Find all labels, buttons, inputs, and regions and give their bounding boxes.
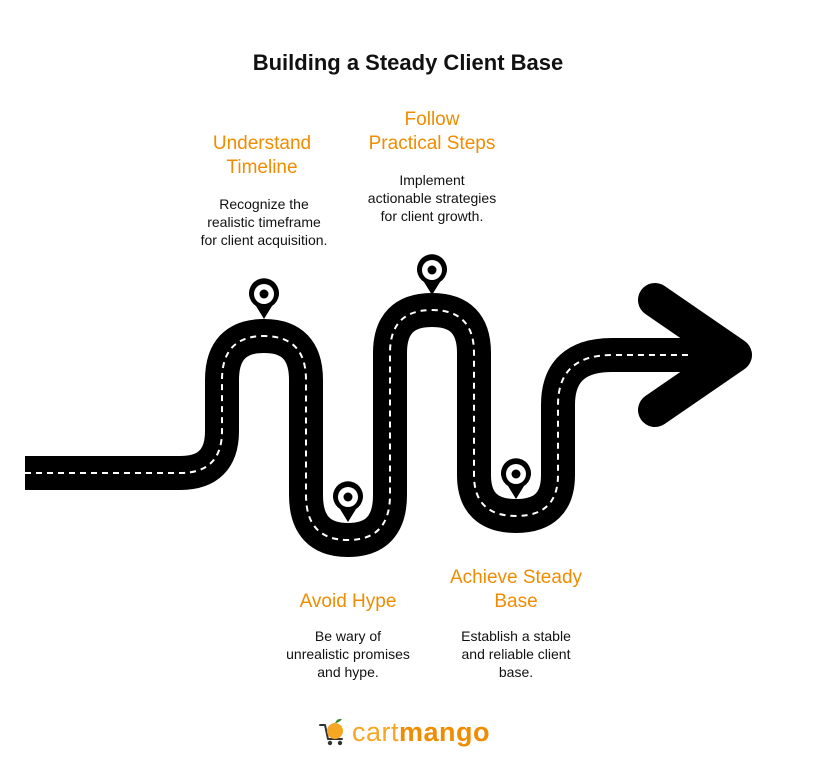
step-description-achieve-steady-base: Establish a stable and reliable client b… <box>461 628 571 680</box>
step-description-follow-practical-steps: Implement actionable strategies for clie… <box>367 172 497 224</box>
step-description-understand-timeline: Recognize the realistic timeframe for cl… <box>200 196 328 248</box>
mango-cart-icon <box>319 718 343 746</box>
step-description-avoid-hype: Be wary of unrealistic promises and hype… <box>286 628 410 680</box>
step-title-achieve-steady-base: Achieve Steady Base <box>449 567 583 612</box>
cartmango-logo: cartmango <box>318 712 490 752</box>
road-surface <box>25 283 752 557</box>
map-pin-icon <box>333 481 363 522</box>
road-center-dashes <box>25 308 690 542</box>
step-title-understand-timeline: Understand Timeline <box>212 133 312 178</box>
map-pin-icon <box>501 458 531 499</box>
diagram-title: Building a Steady Client Base <box>252 50 564 75</box>
step-title-avoid-hype: Avoid Hype <box>299 591 397 612</box>
logo-text-cart: cart <box>352 716 400 747</box>
logo-text-mango: mango <box>399 716 491 747</box>
map-pin-icon <box>249 278 279 319</box>
map-pin-icon <box>417 254 447 295</box>
step-title-follow-practical-steps: Follow Practical Steps <box>368 109 496 154</box>
